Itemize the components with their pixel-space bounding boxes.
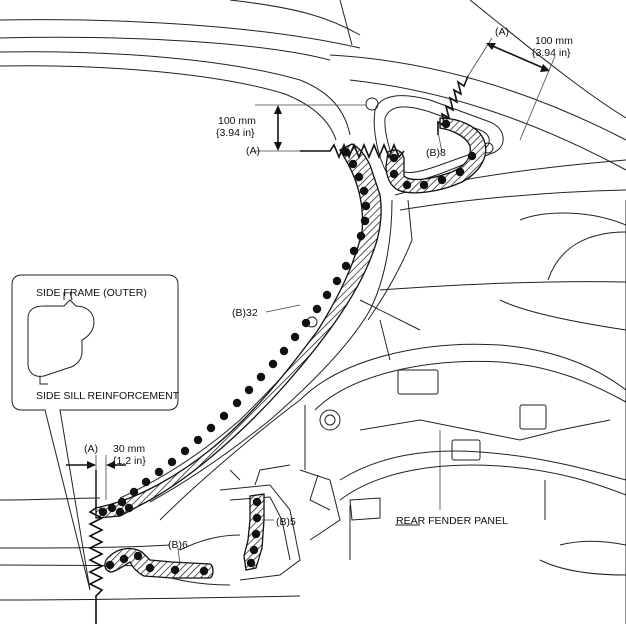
label-b5: (B)5	[276, 516, 296, 528]
label-100mm-left: 100 mm	[218, 115, 256, 127]
cut-lines	[88, 75, 469, 624]
label-a-bottom: (A)	[84, 443, 98, 455]
spot-weld	[219, 411, 229, 421]
spot-weld	[361, 201, 371, 211]
spot-welds-b6	[105, 551, 209, 576]
spot-weld	[252, 513, 262, 523]
weld-band-b6	[104, 547, 214, 579]
spot-weld	[356, 231, 366, 241]
spot-weld	[206, 423, 216, 433]
dimension-30-bottom	[66, 455, 126, 500]
spot-weld	[389, 169, 399, 179]
cut-line-a-bottom	[88, 470, 104, 624]
spot-weld	[251, 529, 261, 539]
leader-lines	[177, 131, 443, 566]
spot-weld	[105, 560, 115, 570]
label-b32: (B)32	[232, 307, 258, 319]
spot-weld	[290, 332, 300, 342]
spot-weld	[133, 551, 143, 561]
dimension-100-left	[255, 104, 366, 152]
spot-weld	[359, 186, 369, 196]
inset-label-side-frame: SIDE FRAME (OUTER)	[36, 287, 147, 299]
spot-weld	[145, 563, 155, 573]
spot-weld	[268, 359, 278, 369]
spot-weld	[348, 159, 358, 169]
spot-weld	[419, 180, 429, 190]
spot-weld	[279, 346, 289, 356]
label-b6: (B)6	[168, 539, 188, 551]
spot-welds-b32	[98, 147, 371, 517]
label-394in-left: {3.94 in}	[216, 127, 255, 139]
label-394in-top: {3.94 in}	[532, 47, 571, 59]
spot-weld	[455, 167, 465, 177]
cut-line-a-left	[300, 142, 405, 160]
label-rear-fender-panel: REAR FENDER PANEL	[396, 515, 508, 527]
dimension-100-top	[467, 37, 556, 141]
spot-weld	[341, 261, 351, 271]
spot-weld	[246, 558, 256, 568]
spot-welds-b5	[246, 497, 262, 568]
spot-weld	[354, 172, 364, 182]
spot-weld	[402, 180, 412, 190]
inset-label-side-sill: SIDE SILL REINFORCEMENT	[36, 390, 180, 402]
spot-weld	[154, 467, 164, 477]
spot-welds-b8	[389, 119, 477, 190]
spot-weld	[301, 318, 311, 328]
inset-callout: SIDE FRAME (OUTER) SIDE SILL REINFORCEME…	[11, 274, 180, 591]
spot-weld	[322, 290, 332, 300]
label-b8: (B)8	[426, 147, 446, 159]
spot-weld	[349, 246, 359, 256]
spot-weld	[119, 554, 129, 564]
spot-weld	[256, 372, 266, 382]
spot-weld	[437, 175, 447, 185]
spot-weld	[252, 497, 262, 507]
spot-weld	[332, 276, 342, 286]
spot-weld	[141, 477, 151, 487]
spot-weld	[249, 545, 259, 555]
spot-weld	[312, 304, 322, 314]
spot-weld	[467, 151, 477, 161]
spot-weld	[117, 497, 127, 507]
spot-weld	[193, 435, 203, 445]
label-a-left: (A)	[246, 145, 260, 157]
spot-weld	[167, 457, 177, 467]
label-30mm: 30 mm	[113, 443, 145, 455]
spot-weld	[170, 565, 180, 575]
spot-weld	[98, 507, 108, 517]
label-a-top: (A)	[495, 26, 509, 38]
spot-weld	[129, 487, 139, 497]
label-100mm-top: 100 mm	[535, 35, 573, 47]
label-12in: {1.2 in}	[113, 455, 146, 467]
labels: (A) 100 mm {3.94 in} 100 mm {3.94 in} (A…	[84, 26, 573, 551]
spot-weld	[107, 503, 117, 513]
cut-line-a-top	[437, 75, 469, 135]
spot-weld	[232, 398, 242, 408]
spot-weld	[244, 385, 254, 395]
spot-weld	[199, 566, 209, 576]
spot-weld	[389, 153, 399, 163]
spot-weld	[124, 503, 134, 513]
spot-weld	[180, 446, 190, 456]
spot-weld	[360, 216, 370, 226]
spot-weld	[115, 507, 125, 517]
